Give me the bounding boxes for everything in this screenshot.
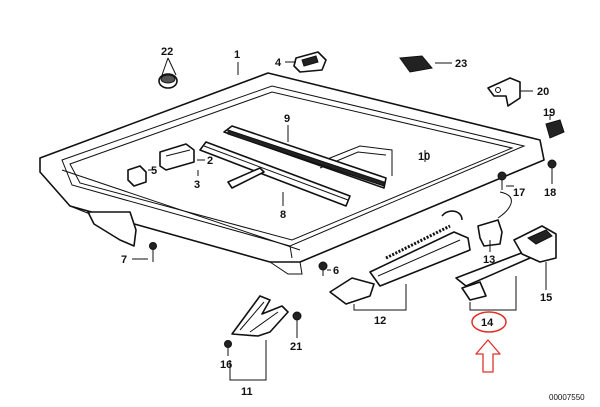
callout-13: 13 xyxy=(483,254,495,266)
callout-10: 10 xyxy=(418,151,430,163)
callout-8: 8 xyxy=(280,209,286,221)
cap-22 xyxy=(158,73,178,89)
screw-17 xyxy=(497,171,507,190)
callout-23: 23 xyxy=(455,58,467,70)
screw-6 xyxy=(318,261,328,276)
diagram-reference-number: 00007550 xyxy=(549,393,585,402)
callout-7: 7 xyxy=(121,254,127,266)
cable-channel xyxy=(199,141,351,207)
lever-14 xyxy=(455,251,531,301)
callout-17: 17 xyxy=(513,187,525,199)
highlight-annotation xyxy=(471,311,507,373)
highlight-arrow-icon xyxy=(475,339,501,373)
drive-cable xyxy=(385,210,463,260)
callout-labels: 1 22 4 23 20 19 9 10 2 5 3 17 18 8 7 6 1… xyxy=(121,46,556,398)
callout-22: 22 xyxy=(161,46,173,58)
lever-mechanism xyxy=(231,295,289,337)
clip-4 xyxy=(293,51,327,73)
callout-15: 15 xyxy=(540,292,552,304)
screw-18 xyxy=(547,159,557,178)
callout-5: 5 xyxy=(151,165,157,177)
pad-23 xyxy=(399,55,433,73)
callout-21: 21 xyxy=(290,341,302,353)
callout-14: 14 xyxy=(481,317,494,329)
callout-6: 6 xyxy=(333,265,339,277)
guide-rail xyxy=(223,125,387,189)
callout-3: 3 xyxy=(194,179,200,191)
callout-20: 20 xyxy=(537,86,549,98)
bracket-2 xyxy=(159,143,195,171)
clip-5 xyxy=(127,165,147,187)
block-15 xyxy=(513,225,557,263)
callout-16: 16 xyxy=(220,359,232,371)
callout-4: 4 xyxy=(275,57,282,69)
leader-lines xyxy=(132,57,553,381)
callout-12: 12 xyxy=(374,315,386,327)
bracket-20 xyxy=(487,77,521,107)
screw-7 xyxy=(149,242,157,262)
highlight-circle xyxy=(471,311,507,333)
slide-bar-12 xyxy=(329,231,471,305)
sunroof-frame xyxy=(39,72,545,275)
guide-13 xyxy=(477,219,503,247)
callout-2: 2 xyxy=(207,155,213,167)
callout-18: 18 xyxy=(544,187,556,199)
screw-16 xyxy=(224,340,232,356)
screw-21 xyxy=(292,311,302,332)
callout-19: 19 xyxy=(543,107,555,119)
callout-1: 1 xyxy=(234,49,240,61)
callout-11: 11 xyxy=(241,386,253,398)
callout-9: 9 xyxy=(284,113,290,125)
clip-19 xyxy=(545,119,565,139)
